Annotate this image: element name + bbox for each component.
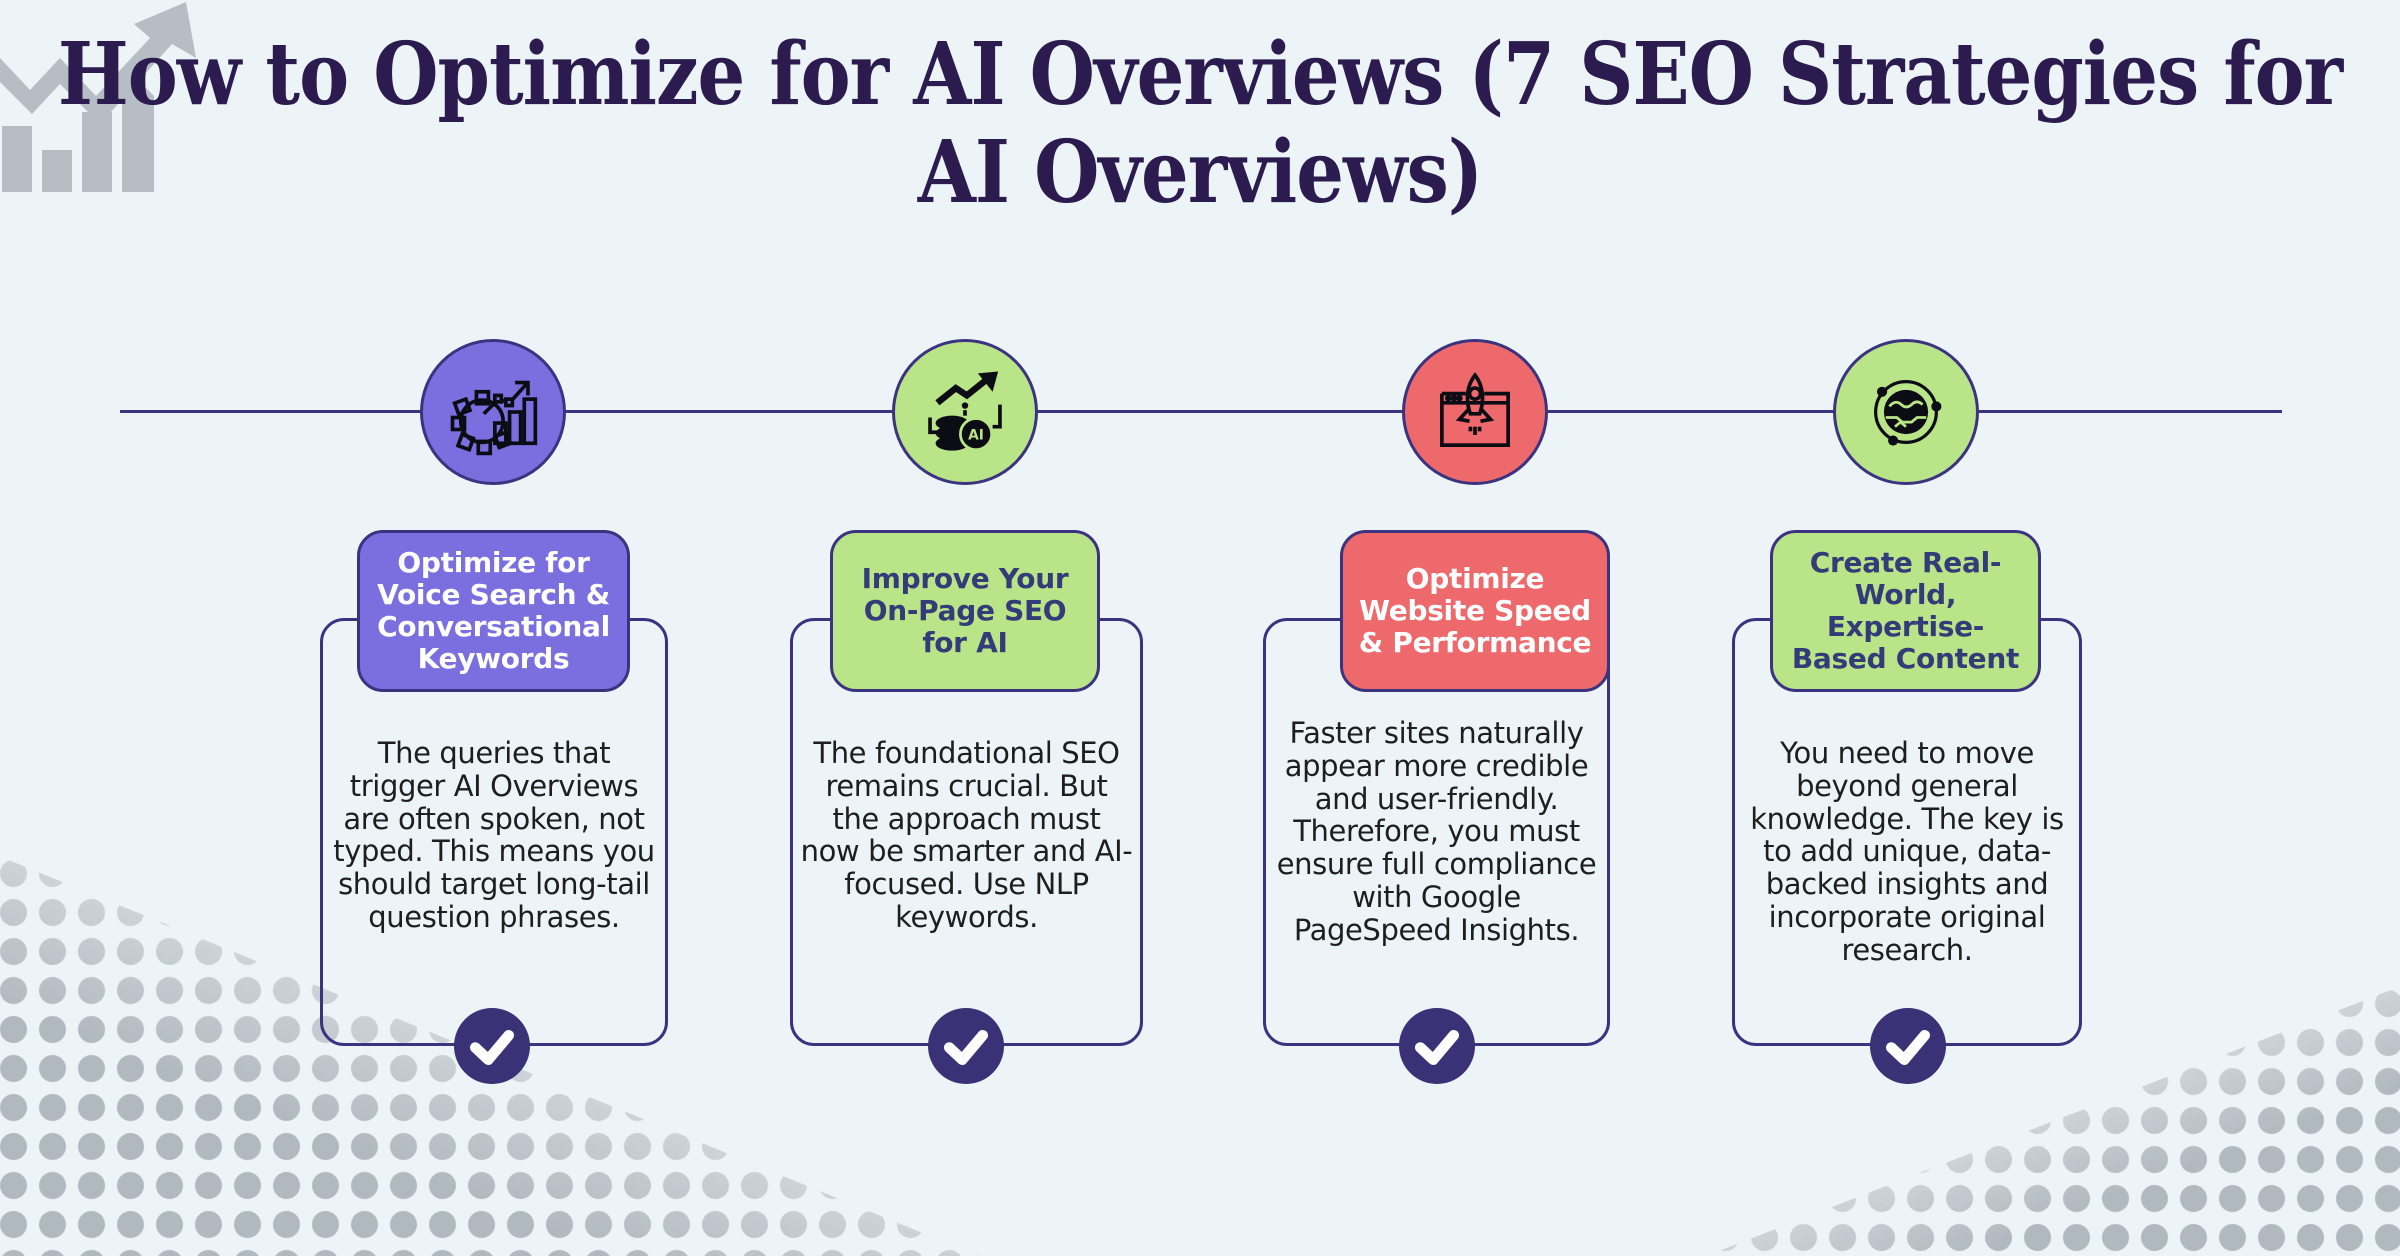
step-1-body: The queries that trigger AI Overviews ar… [333, 736, 655, 934]
step-4-circle [1833, 339, 1979, 485]
step-4-card: You need to move beyond general knowledg… [1732, 618, 2082, 1046]
gear-analytics-icon [450, 380, 538, 456]
step-4-check-badge [1870, 1008, 1946, 1084]
growth-chart-logo [0, 2, 196, 192]
step-2-check-badge [928, 1008, 1004, 1084]
check-icon [1885, 1030, 1931, 1065]
step-1-card: The queries that trigger AI Overviews ar… [320, 618, 668, 1046]
step-4-body: You need to move beyond general knowledg… [1750, 736, 2064, 967]
step-3-card: Faster sites naturally appear more credi… [1263, 618, 1610, 1046]
step-1-circle [420, 339, 566, 485]
step-3-body: Faster sites naturally appear more credi… [1276, 716, 1597, 947]
step-2-card: The foundational SEO remains crucial. Bu… [790, 618, 1143, 1046]
step-1-header: Optimize for Voice Search & Conversation… [357, 530, 630, 692]
step-2-circle: AI [892, 339, 1038, 485]
step-3-title: Optimize Website Speed & Performance [1358, 561, 1592, 660]
check-icon [943, 1030, 989, 1065]
step-4-header: Create Real-World, Expertise-Based Conte… [1770, 530, 2041, 692]
step-1-title: Optimize for Voice Search & Conversation… [377, 545, 610, 676]
step-1-check-badge [454, 1008, 530, 1084]
svg-text:AI: AI [968, 428, 984, 444]
globe-orbit-icon [1874, 380, 1942, 446]
step-2-header: Improve Your On-Page SEO for AI [830, 530, 1100, 692]
step-4-title: Create Real-World, Expertise-Based Conte… [1791, 545, 2020, 676]
ai-data-growth-icon: AI [928, 371, 1002, 452]
check-icon [469, 1030, 515, 1065]
step-3-check-badge [1399, 1008, 1475, 1084]
rocket-launch-browser-icon [1440, 372, 1510, 447]
page-title: How to Optimize for AI Overviews (7 SEO … [57, 23, 2343, 223]
step-2-title: Improve Your On-Page SEO for AI [861, 561, 1069, 660]
check-icon [1414, 1030, 1460, 1065]
step-3-circle [1402, 339, 1548, 485]
step-3-header: Optimize Website Speed & Performance [1340, 530, 1610, 692]
timeline-line [120, 410, 2282, 413]
step-2-body: The foundational SEO remains crucial. Bu… [800, 736, 1133, 934]
